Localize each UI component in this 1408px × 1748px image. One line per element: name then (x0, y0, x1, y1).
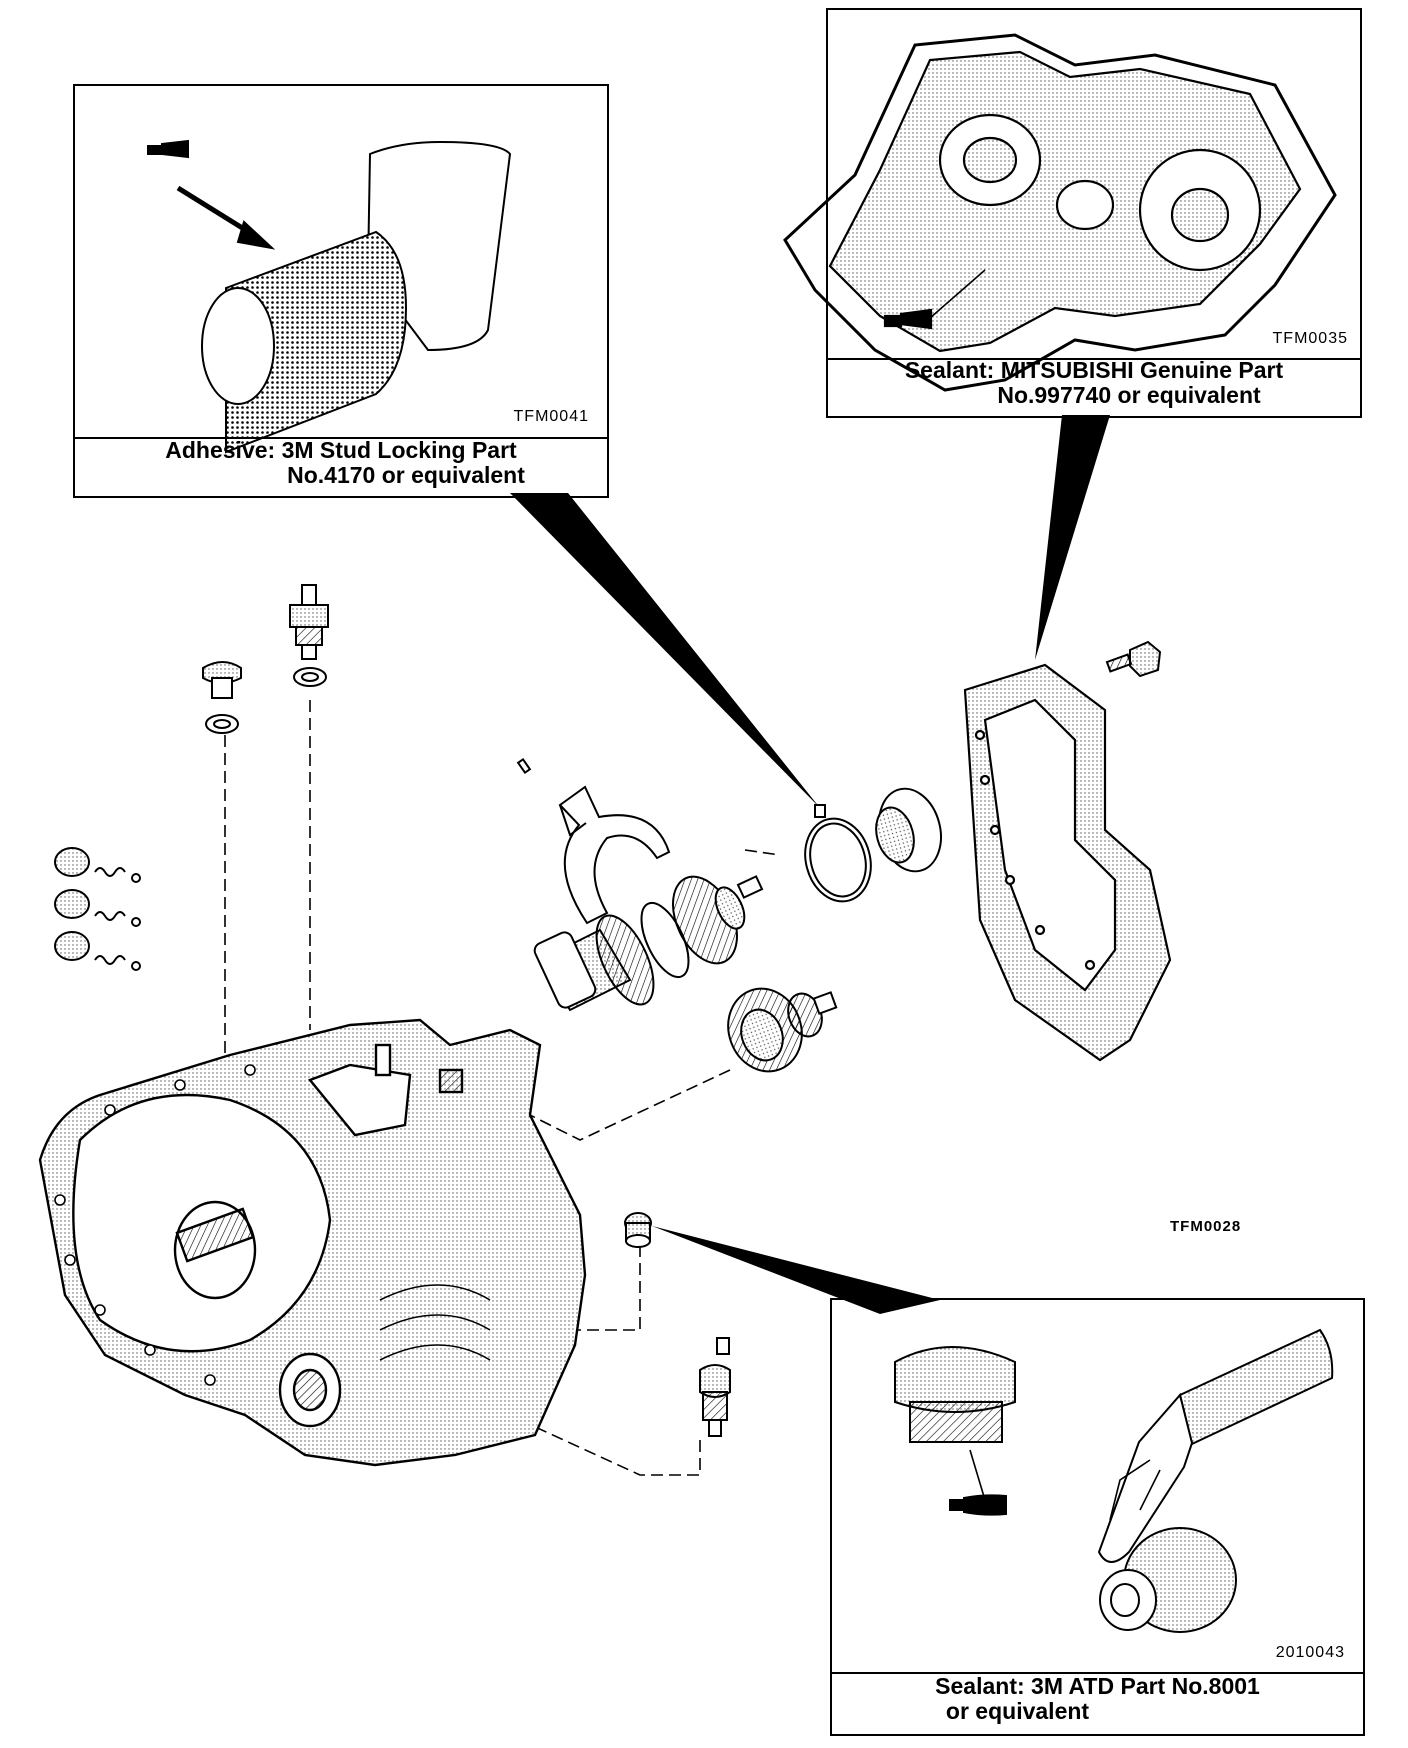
adhesive-caption-line2: No.4170 or equivalent (287, 462, 525, 488)
driven-gear (727, 987, 838, 1073)
adhesive-callout-picture (75, 86, 607, 439)
o-ring-and-seal (804, 787, 942, 903)
pointer-adhesive (510, 493, 820, 808)
cover-sealant-callout-picture (828, 10, 1360, 360)
pointer-cover-sealant (1035, 415, 1110, 660)
cover-sealant-figure-code: TFM0035 (1272, 330, 1348, 347)
atd-sealant-caption: Sealant: 3M ATD Part No.8001 or equivale… (832, 1670, 1363, 1734)
gear-assembly (533, 875, 764, 1012)
speedometer-driven-gear (699, 1337, 731, 1437)
cover-sealant-caption-line2: No.997740 or equivalent (997, 382, 1261, 408)
transmission-case (38, 1018, 587, 1467)
cover-sealant-illustration (783, 33, 1337, 392)
cover-sealant-caption-line1: Sealant: MITSUBISHI Genuine Part (904, 357, 1284, 383)
atd-sealant-illustration (894, 1328, 1334, 1633)
cover-bolt (1105, 640, 1162, 678)
atd-sealant-caption-line1: Sealant: 3M ATD Part No.8001 (935, 1673, 1260, 1699)
adhesive-figure-code: TFM0041 (513, 408, 589, 425)
adhesive-caption: Adhesive: 3M Stud Locking Part No.4170 o… (75, 434, 607, 496)
cover-sealant-callout: TFM0035 Sealant: MITSUBISHI Genuine Part… (826, 8, 1362, 418)
atd-sealant-caption-line2: or equivalent (945, 1698, 1090, 1724)
atd-sealant-figure-code: 2010043 (1275, 1644, 1345, 1661)
rear-cover (963, 663, 1172, 1062)
shift-fork (516, 757, 671, 925)
adhesive-callout: TFM0041 Adhesive: 3M Stud Locking Part N… (73, 84, 609, 498)
atd-sealant-callout: 2010043 Sealant: 3M ATD Part No.8001 or … (830, 1298, 1365, 1736)
pointer-atd-sealant (652, 1226, 940, 1314)
seal-plug (624, 1212, 652, 1248)
plug-spring-sets (54, 847, 141, 971)
switch-sensor (289, 584, 329, 687)
drain-plug (202, 661, 242, 734)
cover-sealant-caption: Sealant: MITSUBISHI Genuine Part No.9977… (828, 355, 1360, 416)
main-figure-code: TFM0028 (1170, 1218, 1242, 1235)
adhesive-caption-line1: Adhesive: 3M Stud Locking Part (165, 437, 517, 463)
atd-sealant-callout-picture (832, 1300, 1363, 1674)
adhesive-illustration (147, 139, 512, 454)
